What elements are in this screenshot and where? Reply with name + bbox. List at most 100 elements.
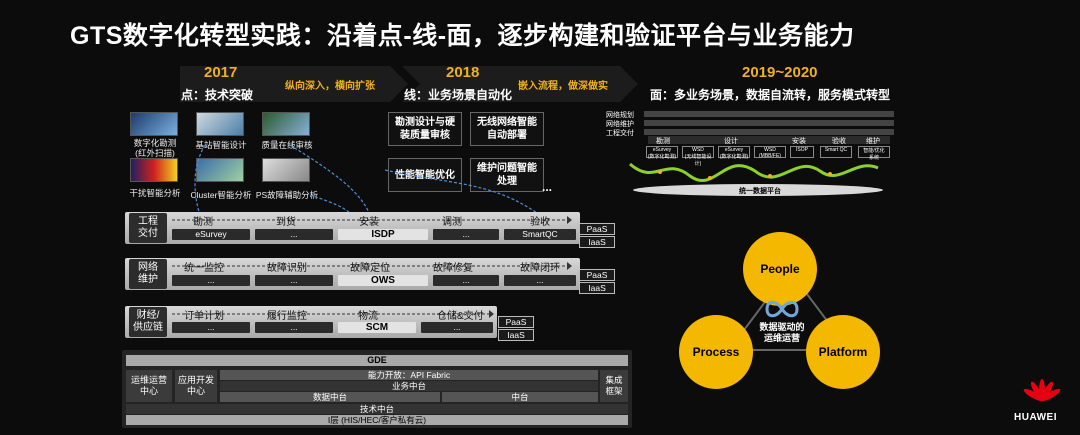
thumb-site-design: [196, 112, 244, 136]
maintenance-iaas: IaaS: [579, 282, 615, 294]
circle-people: People: [743, 232, 817, 306]
sys-sc-1: ...: [172, 322, 250, 333]
sys-sc-2: ...: [255, 322, 333, 333]
platform-ops-center: 运维运营 中心: [126, 370, 172, 402]
tl-tool-6: Smart QC: [820, 146, 852, 158]
sys-maint-4: ...: [433, 275, 499, 286]
connector-lines: [194, 144, 541, 221]
supply-iaas: IaaS: [498, 329, 534, 341]
sys-maint-2: ...: [255, 275, 333, 286]
phase-tag-2017: 纵向深入，横向扩张: [285, 81, 375, 92]
box-survey-review: 勘测设计与硬装质量审核: [388, 112, 462, 146]
box-auto-deploy: 无线网络智能自动部署: [470, 112, 544, 146]
label-digital-survey: 数字化勘测 (红外扫描): [133, 138, 177, 158]
sys-isdp: ISDP: [338, 229, 428, 240]
maintenance-paas: PaaS: [579, 269, 615, 281]
tl-stage-install: 安装: [792, 138, 806, 145]
platform-data: 数据中台: [220, 392, 440, 402]
year-2017: 2017: [204, 64, 238, 81]
platform-infra: I层 (HIS/HEC/客户私有云): [126, 415, 628, 425]
thumb-digital-survey: [130, 112, 178, 136]
sys-scm: SCM: [338, 322, 416, 333]
delivery-paas: PaaS: [579, 223, 615, 235]
stage-warehouse: 仓储&交付: [437, 311, 484, 322]
stage-install: 安装: [359, 217, 379, 228]
tl-tool-3: eSurvey (数字化勘测): [718, 146, 750, 160]
platform-api: 能力开放：API Fabric: [220, 370, 598, 380]
tl-stage-maint: 维护: [866, 138, 880, 145]
stage-close: 故障闭环: [520, 263, 560, 274]
row-maintenance-arrow: [172, 262, 572, 270]
stage-fulfillment: 履行监控: [267, 311, 307, 322]
tl-tool-1: eSurvey (数字化勘测): [646, 146, 678, 160]
thumb-quality-review: [262, 112, 310, 136]
stage-order-plan: 订单计划: [184, 311, 224, 322]
page-title: GTS数字化转型实践：沿着点-线-面，逐步构建和验证平台与业务能力: [70, 22, 855, 50]
phase-surface-label: 面：多业务场景，数据自流转，服务模式转型: [650, 88, 891, 102]
stage-survey: 勘测: [193, 217, 213, 228]
sys-smartqc: SmartQC: [504, 229, 576, 240]
thumb-cluster: [196, 158, 244, 182]
timeline-2020-wave: [629, 162, 883, 196]
tl-tool-4: WSD (MBB/FE): [754, 146, 786, 159]
label-interference: 干扰智能分析: [129, 188, 181, 198]
label-cluster: Cluster智能分析: [190, 190, 252, 200]
tl-tool-7: 智能/优化 系统: [858, 146, 890, 161]
tl-stage-design: 设计: [724, 138, 738, 145]
sys-ows: OWS: [338, 275, 428, 286]
infinity-icon: [765, 300, 799, 318]
phase-tag-2018: 嵌入流程，做深做实: [518, 81, 608, 92]
tl-stage-survey: 勘测: [656, 138, 670, 145]
platform-integration: 集成 框架: [600, 370, 628, 402]
triangle-center: 数据驱动的 运维运营: [759, 322, 805, 343]
box-perf-optimize: 性能智能优化: [388, 158, 462, 192]
supply-paas: PaaS: [498, 316, 534, 328]
row-supply-arrow: [172, 310, 494, 318]
tl-row-plan: 网络规划: [606, 112, 634, 119]
tl-stage-accept: 验收: [832, 138, 846, 145]
stage-logistics: 物流: [358, 311, 378, 322]
tl-tool-5: ISOP: [790, 146, 814, 158]
sys-delivery-4: ...: [433, 229, 499, 240]
row-maintenance-label: 网络 维护: [129, 259, 167, 289]
delivery-iaas: IaaS: [579, 236, 615, 248]
sys-maint-5: ...: [504, 275, 576, 286]
huawei-logo-icon: [1023, 379, 1061, 402]
phase-point-label: 点：技术突破: [181, 88, 254, 102]
year-2018: 2018: [446, 64, 480, 81]
sys-delivery-2: ...: [255, 229, 333, 240]
label-ps-fault: PS故障辅助分析: [255, 190, 319, 200]
row-delivery-label: 工程 交付: [129, 213, 167, 243]
platform-gde: GDE: [126, 355, 628, 366]
timeline-2020-panel: 网络规划 网络维护 工程交付 勘测 设计 安装 验收 维护 eSurvey (数…: [606, 108, 896, 200]
platform-business: 业务中台: [220, 381, 598, 391]
stage-commission: 调测: [442, 217, 462, 228]
sys-maint-1: ...: [172, 275, 250, 286]
stage-arrival: 到货: [276, 217, 296, 228]
stage-locate: 故障定位: [350, 263, 390, 274]
circle-process: Process: [679, 315, 753, 389]
tl-data-platform: 统一数据平台: [739, 188, 781, 195]
stage-acceptance: 验收: [530, 217, 550, 228]
label-site-design: 基站智能设计: [195, 140, 247, 150]
row-supply-chain-label: 财经/ 供应链: [129, 307, 167, 337]
platform-middle: 中台: [442, 392, 598, 402]
circle-platform: Platform: [806, 315, 880, 389]
tl-row-delivery: 工程交付: [606, 130, 634, 137]
brand-name: HUAWEI: [1014, 412, 1057, 423]
box-fault-handling: 维护问题智能处理: [470, 158, 544, 192]
phase-arrows: [180, 66, 638, 102]
platform-app-center: 应用开发 中心: [175, 370, 217, 402]
stage-identify: 故障识别: [267, 263, 307, 274]
thumb-ps-fault: [262, 158, 310, 182]
thumb-interference: [130, 158, 178, 182]
platform-tech-center: 技术中台: [126, 404, 628, 414]
sys-sc-4: ...: [421, 322, 493, 333]
row-delivery-arrow: [172, 216, 572, 224]
stage-monitor: 统一监控: [184, 263, 224, 274]
stage-repair: 故障修复: [433, 263, 473, 274]
phase-line-label: 线：业务场景自动化: [404, 88, 513, 102]
sys-esurvey: eSurvey: [172, 229, 250, 240]
tl-tool-2: WSD (无线智能设计): [682, 146, 714, 167]
tl-row-maint: 网络维护: [606, 121, 634, 128]
